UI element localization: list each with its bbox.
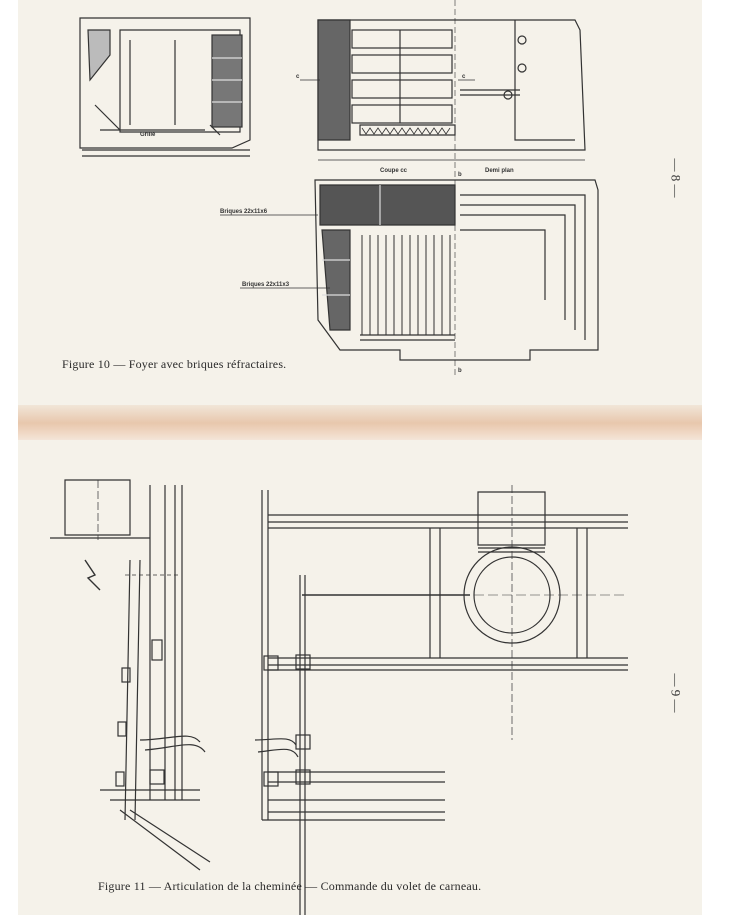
page-gap (18, 405, 702, 445)
figure-11-right-assembly (254, 485, 628, 915)
label-demi-plan: Demi plan (485, 168, 514, 174)
label-c-right: c (462, 74, 466, 80)
figure-10-section-left (79, 17, 251, 157)
label-briques-1: Briques 22x11x6 (220, 209, 268, 215)
label-b-bottom: b (458, 368, 462, 374)
lower-page (18, 440, 702, 915)
label-b-top: b (458, 172, 462, 178)
page-number-lower: — 9 — (668, 673, 684, 713)
label-briques-2: Briques 22x11x3 (242, 282, 290, 288)
figure-10-plan (220, 179, 599, 361)
label-coupe-cc: Coupe cc (380, 168, 408, 174)
figure-11-left-assembly (50, 479, 211, 871)
figure-10-caption: Figure 10 — Foyer avec briques réfractai… (62, 357, 287, 371)
figure-10-section-right (300, 0, 586, 375)
figure-11-caption: Figure 11 — Articulation de la cheminée … (98, 879, 482, 893)
label-grille: Grille (140, 132, 156, 138)
page-number-upper: — 8 — (668, 158, 684, 198)
label-c-left: c (296, 74, 300, 80)
